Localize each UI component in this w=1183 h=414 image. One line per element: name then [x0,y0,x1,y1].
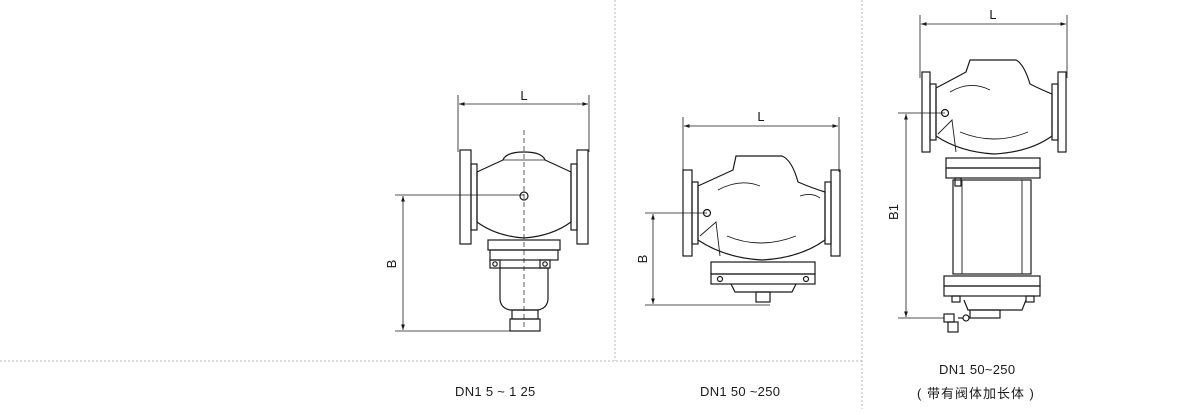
valve-2-length-label: L [757,109,764,124]
valve-1-length-label: L [520,88,527,103]
panel-dividers [0,0,863,409]
caption-dn150-250: DN1 50 ~250 [700,384,781,399]
caption-dn15-125: DN1 5 ~ 1 25 [455,384,536,399]
caption-extension-note: ( 带有阀体加长体 ) [917,386,1035,401]
valve-1-labels: L B [384,88,528,268]
valve-3-length-label: L [989,7,996,22]
valve-2-height-label: B [635,255,650,264]
valve-drawing-2 [645,117,841,306]
valve-2-labels: L B [635,109,765,263]
valve-1-height-label: B [384,260,399,269]
valve-3-height-label: B1 [886,204,901,220]
valve-drawing-3 [898,15,1068,333]
valve-3-labels: L B1 [886,7,997,220]
caption-dn150-250-extended: DN1 50~250 [939,362,1016,377]
valve-drawing-1 [395,95,590,332]
